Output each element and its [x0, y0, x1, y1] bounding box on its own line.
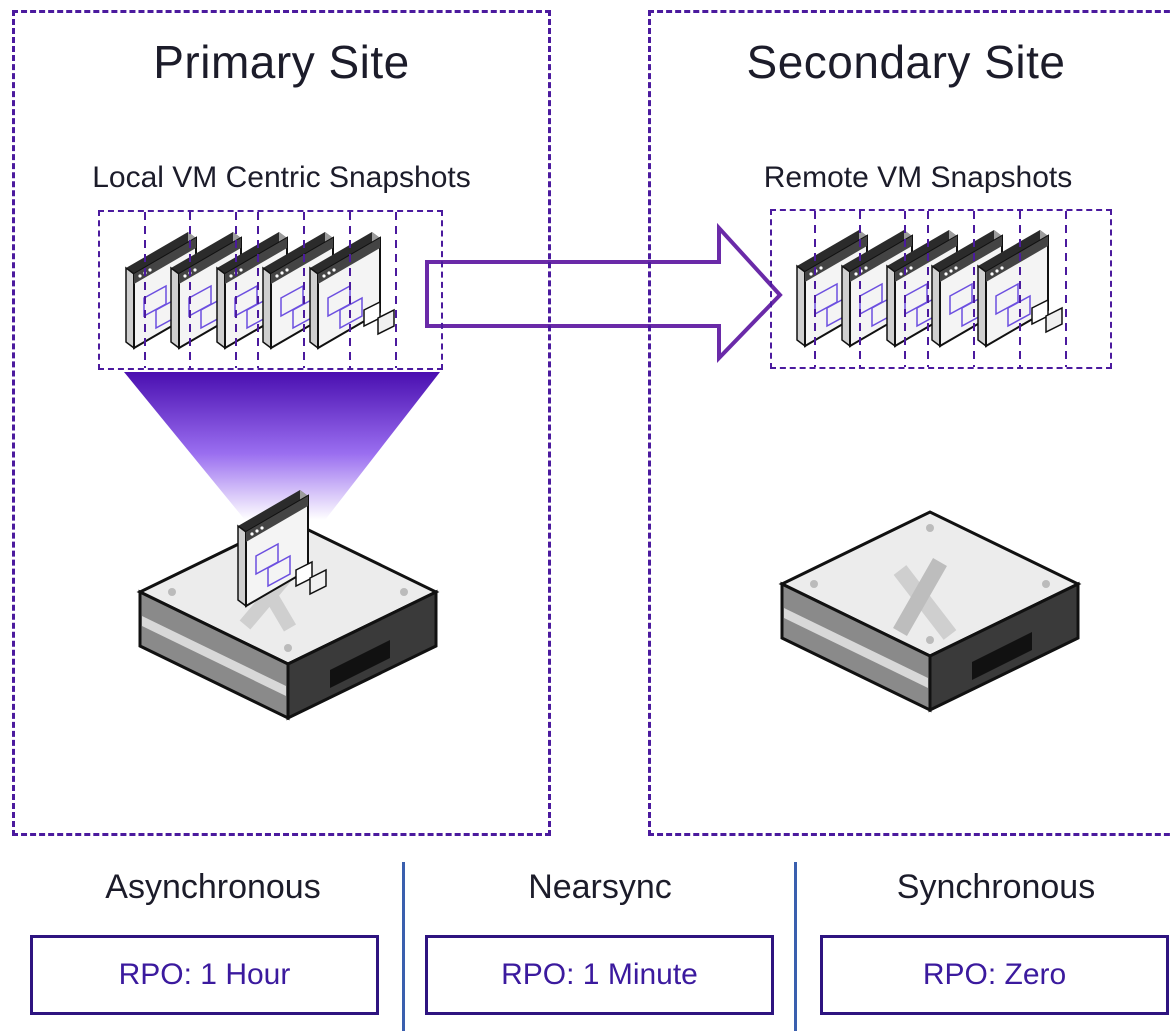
secondary-site-title: Secondary Site — [746, 36, 1066, 88]
remote-snapshot-stack — [796, 211, 1067, 367]
primary-site-title: Primary Site — [153, 36, 410, 88]
rpo-asynchronous-box: RPO: 1 Hour — [30, 935, 379, 1015]
server-x-logo-icon — [893, 558, 957, 640]
mode-divider — [402, 862, 405, 1031]
primary-site-box: Primary Site Local VM Centric Snapshots — [12, 10, 551, 836]
rpo-synchronous-box: RPO: Zero — [820, 935, 1169, 1015]
rpo-nearsync-box: RPO: 1 Minute — [425, 935, 774, 1015]
primary-site-subtitle: Local VM Centric Snapshots — [92, 161, 471, 194]
remote-snapshot-frame — [770, 209, 1112, 369]
mode-synchronous-label: Synchronous — [896, 868, 1096, 906]
secondary-site-subtitle: Remote VM Snapshots — [763, 161, 1073, 194]
local-snapshot-frame — [98, 210, 443, 370]
mode-nearsync-label: Nearsync — [528, 868, 672, 906]
mode-divider — [794, 862, 797, 1031]
secondary-site-box: Secondary Site Remote VM Snapshots — [648, 10, 1172, 836]
replication-arrow-icon — [425, 222, 783, 363]
mode-asynchronous-label: Asynchronous — [105, 868, 321, 906]
snapshot-beam — [124, 372, 440, 520]
local-snapshot-stack — [125, 212, 397, 368]
